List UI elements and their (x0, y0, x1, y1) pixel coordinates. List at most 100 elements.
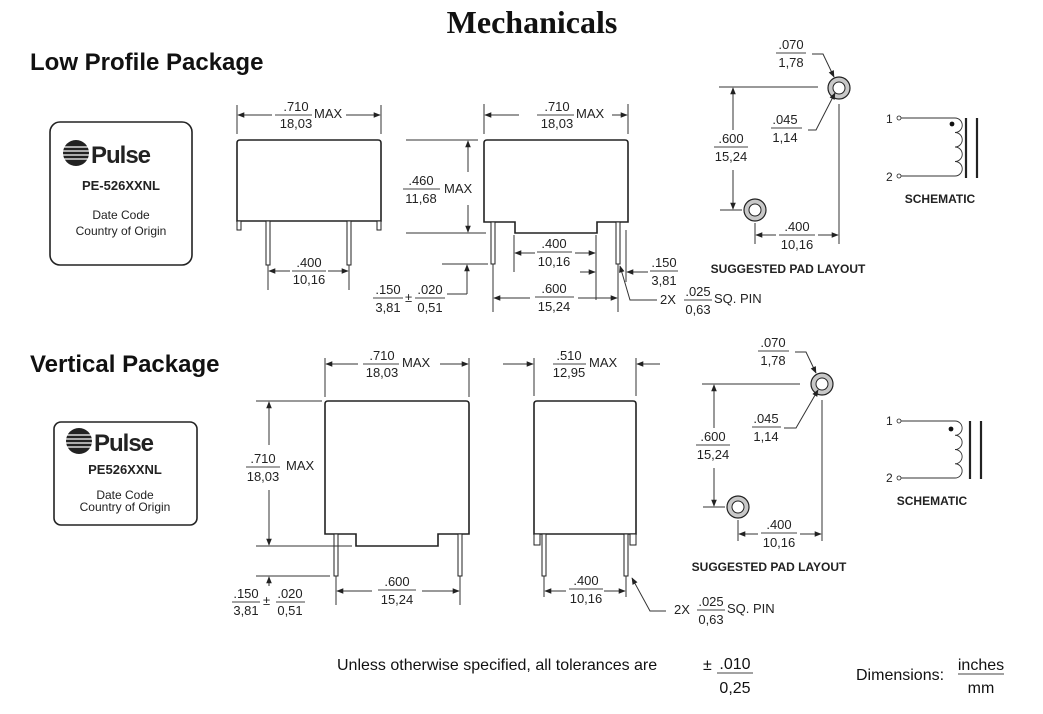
dim-pin-length-tol-mm: 0,51 (417, 300, 442, 315)
brand-name: Pulse (94, 430, 154, 457)
dim-pin-spacing-mm: 15,24 (381, 592, 414, 607)
date-code-text: Date Code (92, 208, 150, 222)
dim-pad-vertical-inch: .600 (718, 131, 743, 146)
unit-inches: inches (958, 657, 1004, 674)
tolerance-mm: 0,25 (719, 680, 750, 697)
page-title: Mechanicals (447, 4, 618, 40)
inductor-coil-icon (896, 418, 983, 481)
dim-pin-length-tol-inch: .020 (417, 282, 442, 297)
dim-pad-outer-inch: .070 (778, 37, 803, 52)
dim-width-suffix: MAX (402, 355, 431, 370)
dim-pin-length-inch: .150 (233, 586, 258, 601)
dim-pin-size-prefix: 2X (674, 602, 690, 617)
low-profile-side-view: .710 18,03 MAX .460 11,68 MAX .400 10,16 (373, 99, 762, 317)
date-code-text: Date Code (96, 488, 154, 502)
tolerance-inch: .010 (719, 656, 750, 673)
dim-pin-length-mm: 3,81 (233, 603, 258, 618)
low-profile-label: Pulse PE-526XXNL Date Code Country of Or… (49, 121, 193, 266)
dim-pin-spacing-mm: 15,24 (538, 299, 571, 314)
dim-height-mm: 18,03 (247, 469, 280, 484)
dim-pad-horizontal-inch: .400 (766, 517, 791, 532)
dim-pin-size-mm: 0,63 (698, 612, 723, 627)
dim-height-inch: .460 (408, 173, 433, 188)
dim-width-inch: .510 (556, 348, 581, 363)
dim-width-suffix: MAX (589, 355, 618, 370)
vertical-schematic: 1 2 SCHEMATIC (886, 414, 983, 508)
vertical-label: Pulse PE526XXNL Date Code Country of Ori… (53, 421, 198, 526)
dim-pin-length-mm: 3,81 (375, 300, 400, 315)
schematic-caption: SCHEMATIC (905, 192, 976, 206)
dim-standoff-inch: .150 (651, 255, 676, 270)
dim-height-suffix: MAX (286, 458, 315, 473)
dim-pad-vertical-mm: 15,24 (715, 149, 748, 164)
dim-standoff-mm: 3,81 (651, 273, 676, 288)
dim-height-mm: 11,68 (405, 191, 437, 206)
dim-pin-size-prefix: 2X (660, 292, 676, 307)
dim-width-suffix: MAX (576, 106, 605, 121)
dimensions-label: Dimensions: (856, 667, 944, 684)
pad-layout-caption: SUGGESTED PAD LAYOUT (692, 560, 847, 574)
vertical-front-view: .710 18,03 MAX .710 18,03 MAX .150 3,81 … (232, 348, 470, 618)
schematic-caption: SCHEMATIC (897, 494, 968, 508)
dim-pin-spacing-mm: 10,16 (570, 591, 603, 606)
dim-pin-size-mm: 0,63 (685, 302, 710, 317)
footer-notes: Unless otherwise specified, all toleranc… (337, 656, 1004, 697)
section-heading-vertical: Vertical Package (30, 351, 219, 378)
dim-width-mm: 18,03 (541, 116, 574, 131)
dim-pad-horizontal-inch: .400 (784, 219, 809, 234)
low-profile-front-view: .710 18,03 MAX .400 10,16 (236, 99, 382, 290)
pulse-logo-icon (65, 428, 93, 454)
dim-pad-horizontal-mm: 10,16 (763, 535, 796, 550)
dim-pin-spacing-inch: .400 (296, 255, 321, 270)
dim-width-mm: 18,03 (280, 116, 313, 131)
unit-mm: mm (968, 680, 995, 697)
dim-width-inch: .710 (544, 99, 569, 114)
dim-pad-outer-mm: 1,78 (760, 353, 785, 368)
dim-width-mm: 12,95 (553, 365, 586, 380)
vertical-side-view: .510 12,95 MAX .400 10,16 2X .025 0,63 S… (503, 348, 775, 627)
brand-name: Pulse (91, 142, 151, 169)
dim-pad-hole-mm: 1,14 (753, 429, 778, 444)
part-number: PE-526XXNL (82, 178, 160, 193)
low-profile-schematic: 1 2 SCHEMATIC (886, 112, 979, 206)
dim-pin-size-inch: .025 (685, 284, 710, 299)
schematic-pin-2: 2 (886, 471, 893, 485)
dim-pin-spacing-inch: .600 (384, 574, 409, 589)
dim-pad-hole-inch: .045 (772, 112, 797, 127)
dim-pin-spacing-inch: .400 (573, 573, 598, 588)
dim-pad-outer-mm: 1,78 (778, 55, 803, 70)
dim-pin-length-tol-symbol: ± (405, 290, 412, 305)
low-profile-pad-layout: .070 1,78 .045 1,14 .600 15,24 .400 10,1… (711, 37, 866, 276)
dim-inner-spacing-inch: .400 (541, 236, 566, 251)
dim-height-suffix: MAX (444, 181, 473, 196)
dim-pad-vertical-mm: 15,24 (697, 447, 730, 462)
dim-pad-outer-inch: .070 (760, 335, 785, 350)
part-number: PE526XXNL (88, 462, 162, 477)
inductor-coil-icon (896, 115, 979, 179)
country-of-origin-text: Country of Origin (76, 224, 167, 238)
dim-pin-spacing-inch: .600 (541, 281, 566, 296)
dim-inner-spacing-mm: 10,16 (538, 254, 571, 269)
tolerance-symbol: ± (703, 657, 712, 674)
low-profile-section: Low Profile Package Pulse PE-526XXNL Dat… (30, 37, 979, 317)
dim-pad-hole-mm: 1,14 (772, 130, 797, 145)
schematic-pin-1: 1 (886, 414, 893, 428)
dim-pin-spacing-mm: 10,16 (293, 272, 326, 287)
dim-pin-size-inch: .025 (698, 594, 723, 609)
dim-width-inch: .710 (283, 99, 308, 114)
dim-width-suffix: MAX (314, 106, 343, 121)
vertical-section: Vertical Package Pulse PE526XXNL Date Co… (30, 335, 983, 627)
dim-pad-hole-inch: .045 (753, 411, 778, 426)
dim-height-inch: .710 (250, 451, 275, 466)
dim-pad-vertical-inch: .600 (700, 429, 725, 444)
dim-pin-size-suffix: SQ. PIN (714, 291, 762, 306)
dim-pin-length-tol-symbol: ± (263, 593, 270, 608)
schematic-pin-2: 2 (886, 170, 893, 184)
section-heading-low-profile: Low Profile Package (30, 49, 263, 76)
schematic-pin-1: 1 (886, 112, 893, 126)
dim-pin-length-tol-mm: 0,51 (277, 603, 302, 618)
vertical-pad-layout: .070 1,78 .045 1,14 .600 15,24 .400 10,1… (692, 335, 847, 574)
dim-pin-size-suffix: SQ. PIN (727, 601, 775, 616)
pad-layout-caption: SUGGESTED PAD LAYOUT (711, 262, 866, 276)
